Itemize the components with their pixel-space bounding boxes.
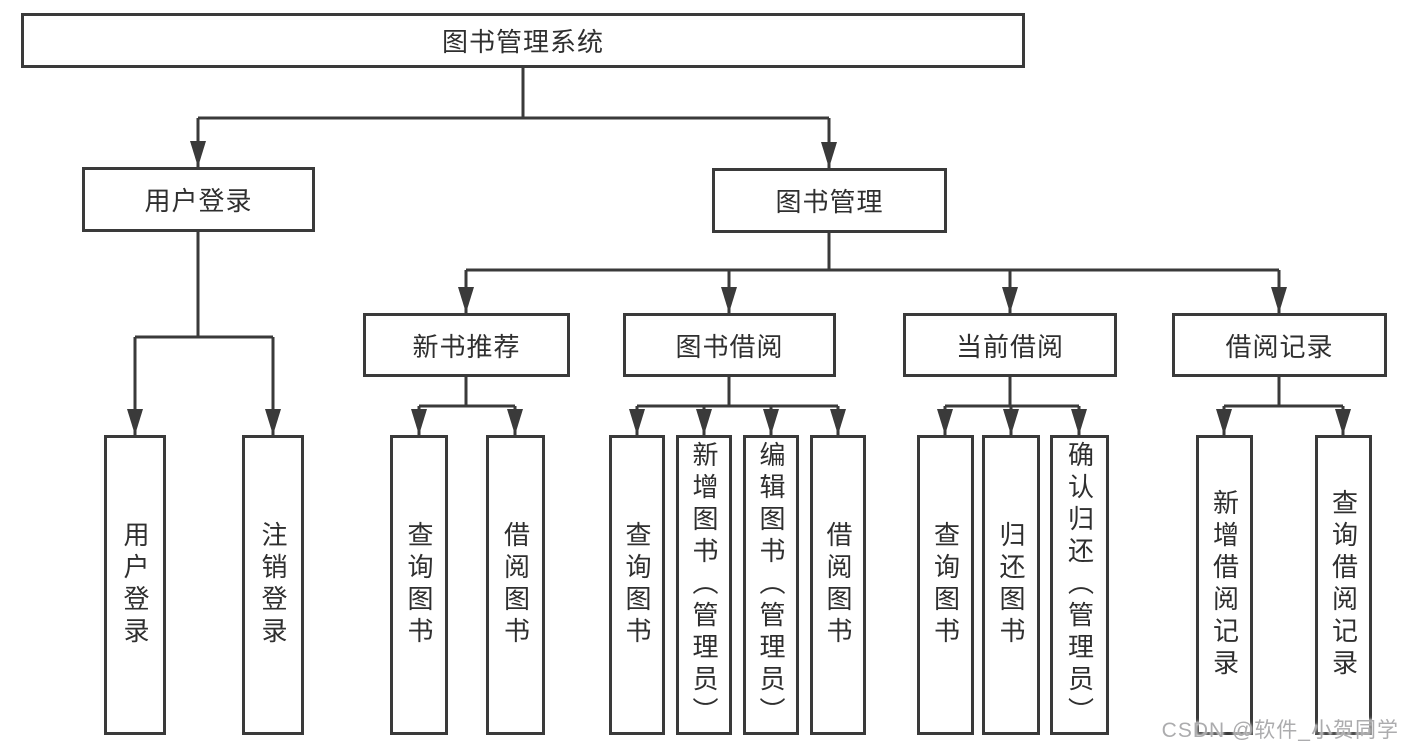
node-borrow-records-label: 借阅记录 — [1225, 331, 1334, 362]
leaf-add-books-admin-label: 新增图书（管理员） — [689, 441, 719, 729]
node-current-borrow: 当前借阅 — [903, 313, 1117, 377]
node-new-books: 新书推荐 — [363, 313, 570, 377]
connector-user-login-split — [135, 232, 273, 339]
leaf-query-books-cb: 查询图书 — [917, 435, 974, 735]
leaf-query-books-nb-label: 查询图书 — [404, 521, 434, 649]
connector-new-books-split — [419, 377, 515, 408]
leaf-add-borrow-record: 新增借阅记录 — [1196, 435, 1253, 735]
node-user-login-label: 用户登录 — [144, 186, 253, 216]
leaf-add-books-admin: 新增图书（管理员） — [676, 435, 732, 735]
connector-borrow-records-split — [1224, 377, 1343, 408]
leaf-borrow-books-bb: 借阅图书 — [810, 435, 866, 735]
csdn-watermark: CSDN @软件_小贺同学 — [1161, 719, 1399, 742]
node-book-mgmt-label: 图书管理 — [775, 187, 884, 217]
leaf-user-login-label: 用户登录 — [120, 521, 150, 649]
leaf-confirm-return-admin-label: 确认归还（管理员） — [1064, 441, 1095, 729]
leaf-query-borrow-record: 查询借阅记录 — [1315, 435, 1372, 735]
node-user-login: 用户登录 — [82, 167, 315, 232]
leaf-add-borrow-record-label: 新增借阅记录 — [1209, 489, 1240, 681]
leaf-query-books-bb: 查询图书 — [609, 435, 665, 735]
leaf-user-login: 用户登录 — [104, 435, 166, 735]
leaf-borrow-books-nb-label: 借阅图书 — [500, 521, 531, 649]
leaf-logout: 注销登录 — [242, 435, 304, 735]
leaf-confirm-return-admin: 确认归还（管理员） — [1050, 435, 1109, 735]
node-book-borrow: 图书借阅 — [623, 313, 836, 377]
leaf-query-books-nb: 查询图书 — [390, 435, 448, 735]
leaf-borrow-books-nb: 借阅图书 — [486, 435, 545, 735]
leaf-return-books-label: 归还图书 — [996, 521, 1026, 649]
leaf-edit-books-admin-label: 编辑图书（管理员） — [756, 441, 786, 729]
node-new-books-label: 新书推荐 — [412, 331, 521, 362]
leaf-logout-label: 注销登录 — [258, 521, 288, 649]
leaf-edit-books-admin: 编辑图书（管理员） — [743, 435, 799, 735]
node-current-borrow-label: 当前借阅 — [955, 331, 1064, 362]
connector-book-mgmt-split — [466, 233, 1279, 272]
leaf-return-books: 归还图书 — [982, 435, 1040, 735]
leaf-query-books-cb-label: 查询图书 — [930, 521, 961, 649]
node-borrow-records: 借阅记录 — [1172, 313, 1387, 377]
node-root-label: 图书管理系统 — [441, 27, 604, 57]
connector-book-borrow-split — [637, 377, 838, 408]
leaf-query-borrow-record-label: 查询借阅记录 — [1328, 489, 1359, 681]
connector-current-borrow-split — [945, 377, 1079, 408]
node-root-system: 图书管理系统 — [21, 13, 1025, 68]
node-book-mgmt: 图书管理 — [712, 168, 947, 233]
node-book-borrow-label: 图书借阅 — [675, 331, 784, 362]
leaf-query-books-bb-label: 查询图书 — [622, 521, 652, 649]
leaf-borrow-books-bb-label: 借阅图书 — [823, 521, 853, 649]
connector-root-split — [198, 68, 829, 120]
